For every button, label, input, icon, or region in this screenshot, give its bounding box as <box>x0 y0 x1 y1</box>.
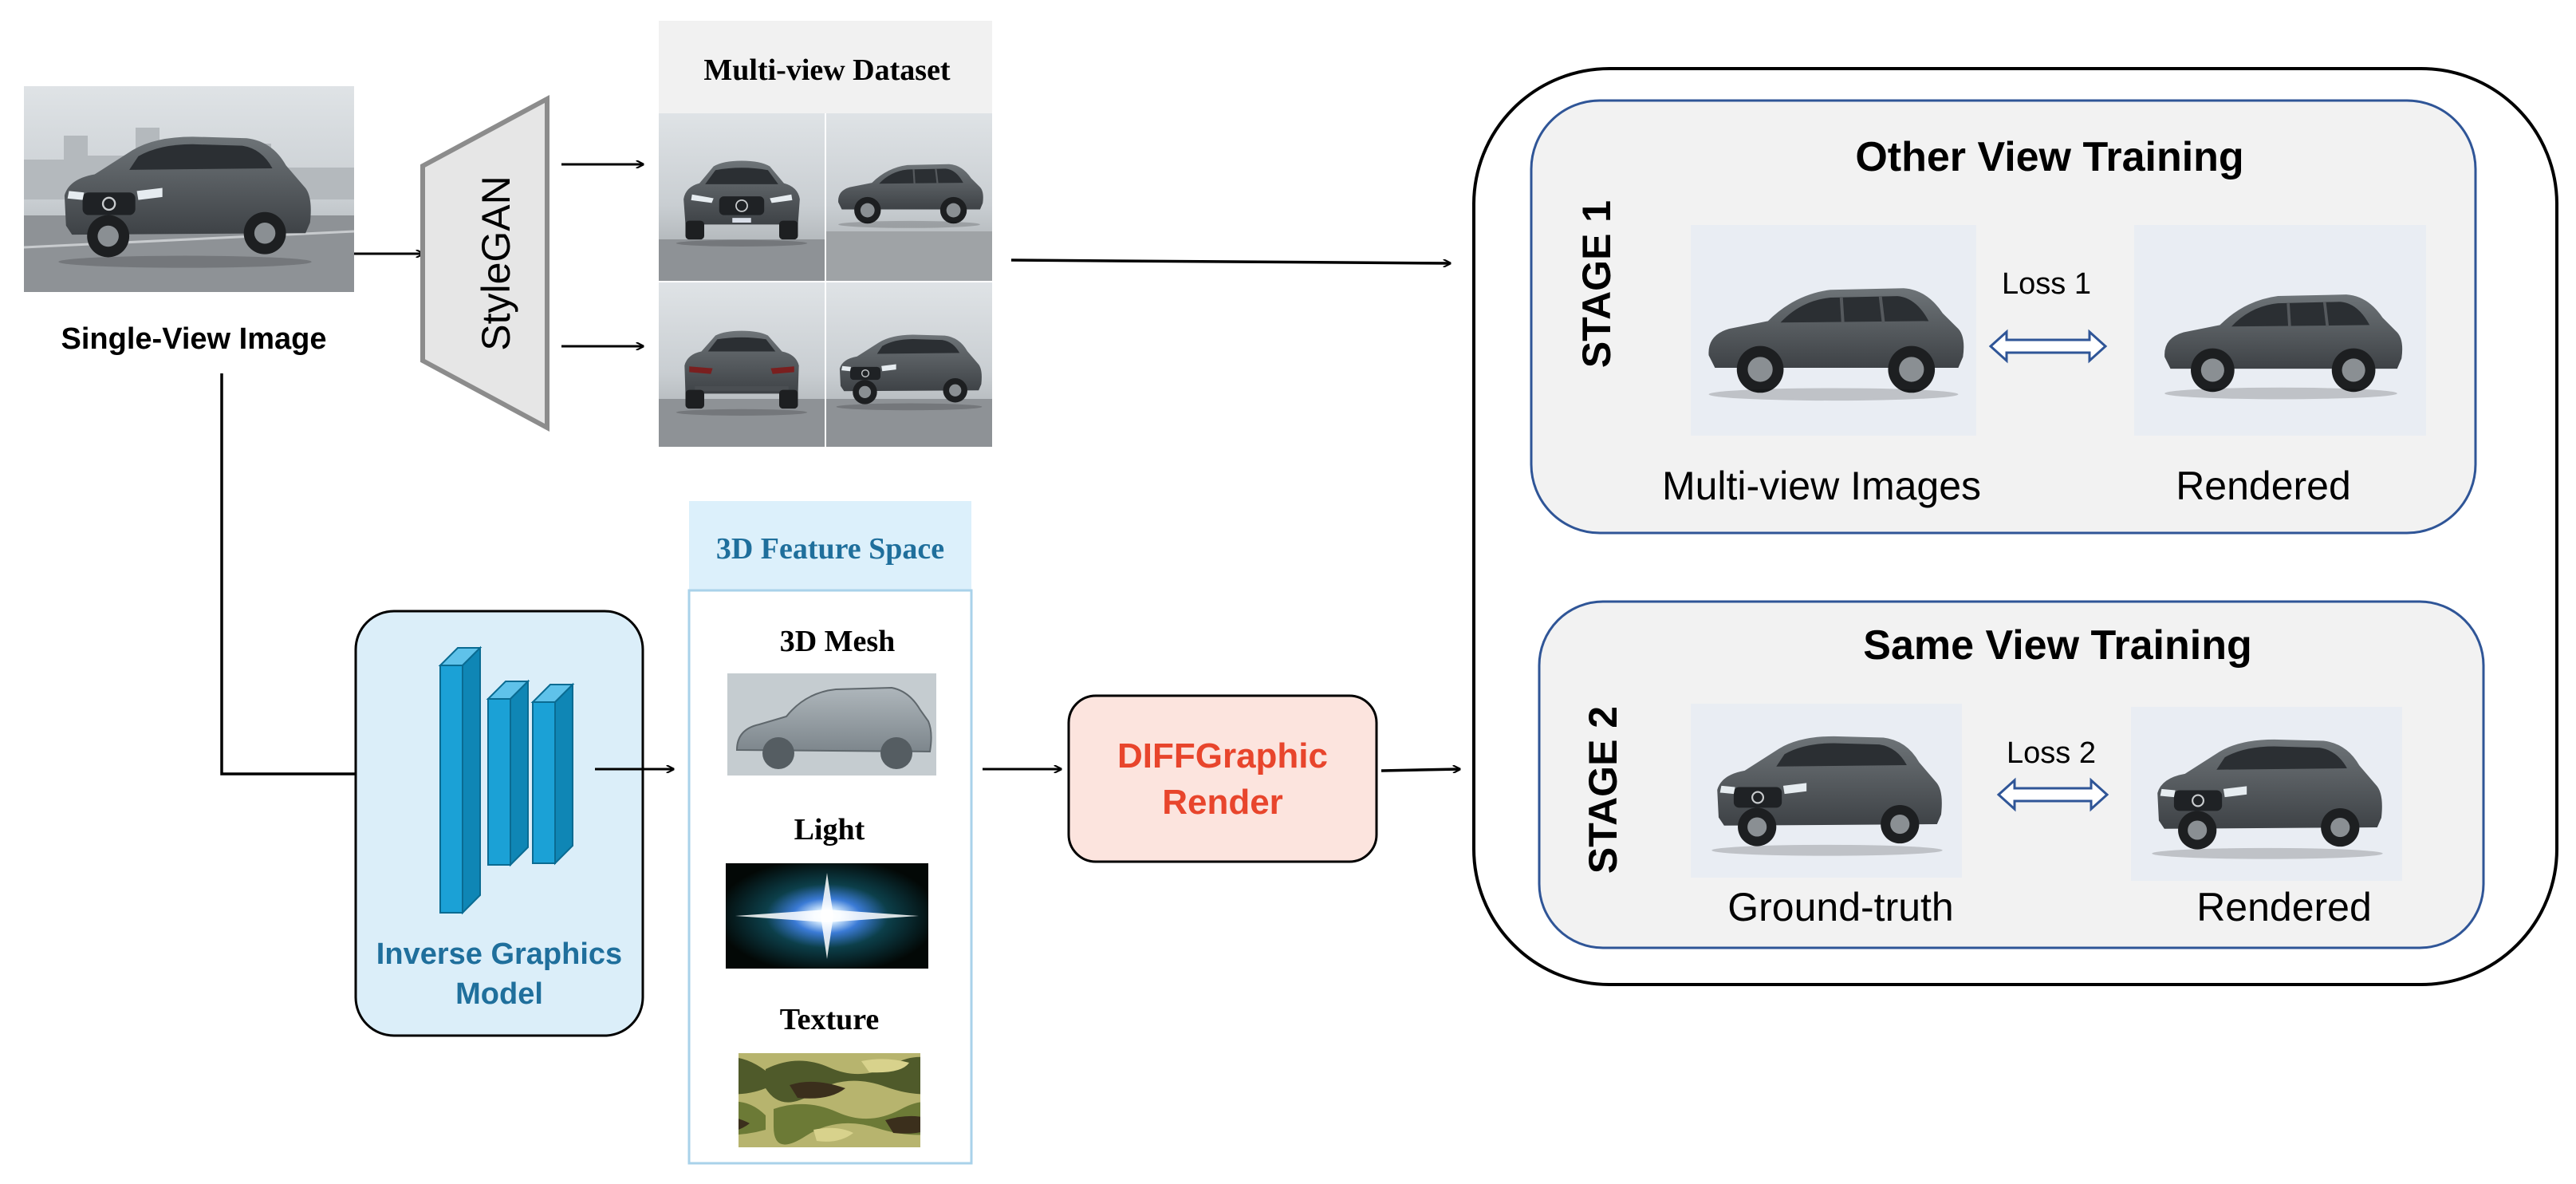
dataset-view-rear <box>659 282 825 447</box>
feature-space: 3D Feature Space 3D Mesh Light Texture <box>687 501 973 1165</box>
model-label-line1: Inverse Graphics <box>376 937 622 971</box>
stage2-loss-arrow <box>1996 777 2109 812</box>
light-image <box>726 863 928 969</box>
stage2-rendered-image <box>2131 707 2402 881</box>
stage2-loss-label: Loss 2 <box>2007 736 2096 770</box>
stylegan-label: StyleGAN <box>474 176 518 351</box>
stage1-multiview-image <box>1691 225 1976 436</box>
render-label-line1: DIFFGraphic <box>1117 736 1328 776</box>
stage1-label: STAGE 1 <box>1574 200 1619 368</box>
stage1-panel: STAGE 1 Other View Training Loss 1 Multi… <box>1530 99 2477 535</box>
multi-view-dataset: Multi-view Dataset <box>659 21 992 447</box>
single-view-image <box>23 86 355 292</box>
stage2-title: Same View Training <box>1863 622 2251 669</box>
stage2-label: STAGE 2 <box>1581 706 1625 874</box>
dataset-title: Multi-view Dataset <box>703 53 951 87</box>
dataset-view-rear-quarter <box>826 282 992 447</box>
render-label-line2: Render <box>1162 783 1283 822</box>
arrow-render-to-stage2 <box>1381 769 1459 771</box>
dataset-view-side <box>826 113 992 281</box>
stage1-rendered-image <box>2134 225 2426 436</box>
stage2-ground-truth-image <box>1691 704 1962 878</box>
stage1-right-caption: Rendered <box>2176 464 2351 508</box>
stage1-title: Other View Training <box>1855 134 2243 180</box>
mesh-image <box>727 673 936 776</box>
feature-texture-label: Texture <box>780 1003 880 1036</box>
stage2-panel: STAGE 2 Same View Training Loss 2 Ground… <box>1538 600 2485 949</box>
feature-light-label: Light <box>794 813 865 847</box>
stage1-loss-label: Loss 1 <box>2002 267 2091 301</box>
model-label-line2: Model <box>455 977 543 1011</box>
stage2-left-caption: Ground-truth <box>1727 885 1953 929</box>
stage1-left-caption: Multi-view Images <box>1662 464 1981 508</box>
feature-space-title: 3D Feature Space <box>716 532 944 566</box>
arrow-dataset-to-stage1 <box>1010 259 1450 263</box>
inverse-graphics-model: Inverse Graphics Model <box>354 610 644 1037</box>
arrow-input-to-model <box>220 373 415 774</box>
single-view-label: Single-View Image <box>61 322 327 356</box>
feature-mesh-label: 3D Mesh <box>780 625 896 658</box>
stylegan-block <box>420 94 549 432</box>
diffgraphic-render-block: DIFFGraphic Render <box>1067 694 1378 863</box>
texture-image <box>739 1053 920 1147</box>
stage2-right-caption: Rendered <box>2196 885 2372 929</box>
cnn-icon <box>438 645 575 915</box>
stage1-loss-arrow <box>1988 329 2108 364</box>
dataset-view-front <box>659 113 825 281</box>
